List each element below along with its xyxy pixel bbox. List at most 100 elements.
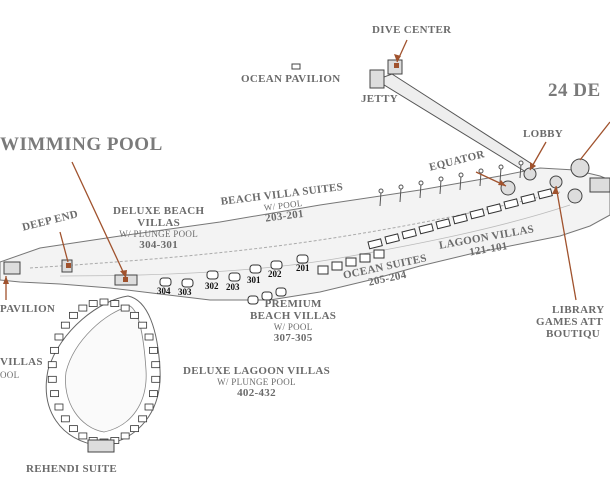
ocean-pavilion-building xyxy=(291,63,301,70)
lagoon-villas-row xyxy=(367,188,553,250)
lagoon-villa xyxy=(401,228,417,240)
label-villas-left: VILLAS xyxy=(0,356,43,368)
deluxe-lagoon-villa xyxy=(50,346,59,354)
marker-dive-center xyxy=(394,63,399,68)
deluxe-lagoon-villa xyxy=(144,403,154,411)
pier-end xyxy=(498,164,504,170)
villa-number-302: 302 xyxy=(205,281,219,291)
beach-villa xyxy=(296,254,309,264)
marker-deep-end xyxy=(66,263,71,268)
pier xyxy=(399,187,402,203)
arrowhead-lobby xyxy=(530,162,536,170)
label-library-line2: GAMES ATT xyxy=(536,316,603,328)
deluxe-lagoon-villa xyxy=(151,375,161,383)
label-deluxe-beach-villas-sub: W/ PLUNGE POOL xyxy=(119,229,198,239)
label-ocean-pavilion: OCEAN PAVILION xyxy=(241,73,341,85)
beach-villa xyxy=(206,270,219,280)
label-deluxe-beach-villas-line1: DELUXE BEACH xyxy=(113,205,205,217)
lagoon-villa xyxy=(452,213,468,225)
label-library-line3: BOUTIQU xyxy=(546,328,601,340)
label-deluxe-lagoon-villas-line1: DELUXE LAGOON VILLAS xyxy=(183,365,330,377)
label-deluxe-beach-villas-line2: VILLAS xyxy=(137,217,181,229)
arrowhead-equator xyxy=(498,180,506,186)
deluxe-lagoon-villa xyxy=(120,432,130,440)
label-deluxe-beach-villas-range: 304-301 xyxy=(139,239,179,251)
ocean-suite xyxy=(317,265,329,275)
marker-pool xyxy=(123,277,128,282)
label-library-line1: LIBRARY xyxy=(552,304,605,316)
rehendi-suite-building xyxy=(87,439,115,453)
premium-villa xyxy=(261,291,273,301)
lagoon-villa xyxy=(503,198,519,210)
beach-villas-row xyxy=(159,254,309,288)
arrowhead-swimming-pool xyxy=(120,270,127,278)
label-deluxe-lagoon-villas-sub: W/ PLUNGE POOL xyxy=(217,377,296,387)
deluxe-lagoon-villa xyxy=(110,300,120,307)
ocean-suite xyxy=(331,261,343,271)
deluxe-lagoon-villa xyxy=(88,300,98,307)
arrow-library xyxy=(555,185,577,301)
arrow-24-deg xyxy=(579,121,610,161)
deluxe-lagoon-villa xyxy=(50,390,59,398)
pier-end xyxy=(518,160,524,166)
jetty-building xyxy=(369,69,385,89)
lagoon-villa xyxy=(537,188,553,200)
label-premium-beach-villas-line1: PREMIUM xyxy=(264,298,322,310)
arrowhead-pavilion xyxy=(3,276,9,284)
label-swimming-pool: WIMMING POOL xyxy=(0,134,163,155)
label-lobby: LOBBY xyxy=(523,128,564,140)
villa-number-201: 201 xyxy=(296,263,310,273)
deluxe-lagoon-villa xyxy=(69,311,78,319)
deluxe-lagoon-villa xyxy=(138,321,148,329)
restaurant-building-2 xyxy=(567,188,583,204)
arrowhead-library xyxy=(552,186,559,194)
villa-number-304: 304 xyxy=(157,286,171,296)
deluxe-lagoon-villa xyxy=(149,346,158,354)
deluxe-lagoon-villa xyxy=(138,415,148,423)
lagoon-villa xyxy=(384,233,400,245)
pier xyxy=(459,175,462,191)
label-ool-left: OOL xyxy=(0,370,20,380)
ocean-suite xyxy=(373,249,385,259)
ocean-suites-row xyxy=(317,249,385,275)
island-path-2 xyxy=(59,204,571,277)
beach-villa xyxy=(159,277,172,287)
label-deluxe-lagoon-villas: DELUXE LAGOON VILLAS W/ PLUNGE POOL 402-… xyxy=(183,365,330,399)
deluxe-lagoon-villa xyxy=(151,361,161,369)
pier xyxy=(379,191,382,207)
label-24-deg: 24 DE xyxy=(548,80,601,101)
beach-villa xyxy=(181,278,194,288)
deluxe-lagoon-villas xyxy=(47,298,161,446)
label-premium-beach-villas: PREMIUM BEACH VILLAS W/ POOL 307-305 xyxy=(250,298,336,344)
label-rehendi-suite: REHENDI SUITE xyxy=(26,463,118,475)
pier xyxy=(499,167,502,183)
villa-number-203: 203 xyxy=(226,282,240,292)
premium-villas-row xyxy=(247,287,287,305)
lagoon-villa xyxy=(469,208,485,220)
label-jetty: JETTY xyxy=(361,93,398,105)
pier-end xyxy=(378,188,384,194)
ocean-suite xyxy=(359,253,371,263)
deluxe-lagoon-villa xyxy=(120,304,130,312)
villa-number-202: 202 xyxy=(268,269,282,279)
premium-villa xyxy=(247,295,259,305)
deluxe-lagoon-villa xyxy=(69,425,78,433)
deluxe-lagoon-villa xyxy=(60,321,70,329)
deluxe-lagoon-villa xyxy=(54,403,64,411)
pier xyxy=(419,183,422,199)
label-pavilion: PAVILION xyxy=(0,303,56,315)
deluxe-lagoon-villa xyxy=(78,304,88,312)
pier-end xyxy=(478,168,484,174)
deluxe-lagoon-villa xyxy=(149,390,158,398)
pier xyxy=(519,163,522,179)
pier xyxy=(439,179,442,195)
restaurant-building xyxy=(570,158,590,178)
pier-end xyxy=(418,180,424,186)
island-path xyxy=(29,191,561,269)
pier-end xyxy=(438,176,444,182)
villa-number-301: 301 xyxy=(247,275,261,285)
beach-villa xyxy=(270,260,283,270)
deluxe-lagoon-villa xyxy=(60,415,70,423)
pier-end xyxy=(398,184,404,190)
